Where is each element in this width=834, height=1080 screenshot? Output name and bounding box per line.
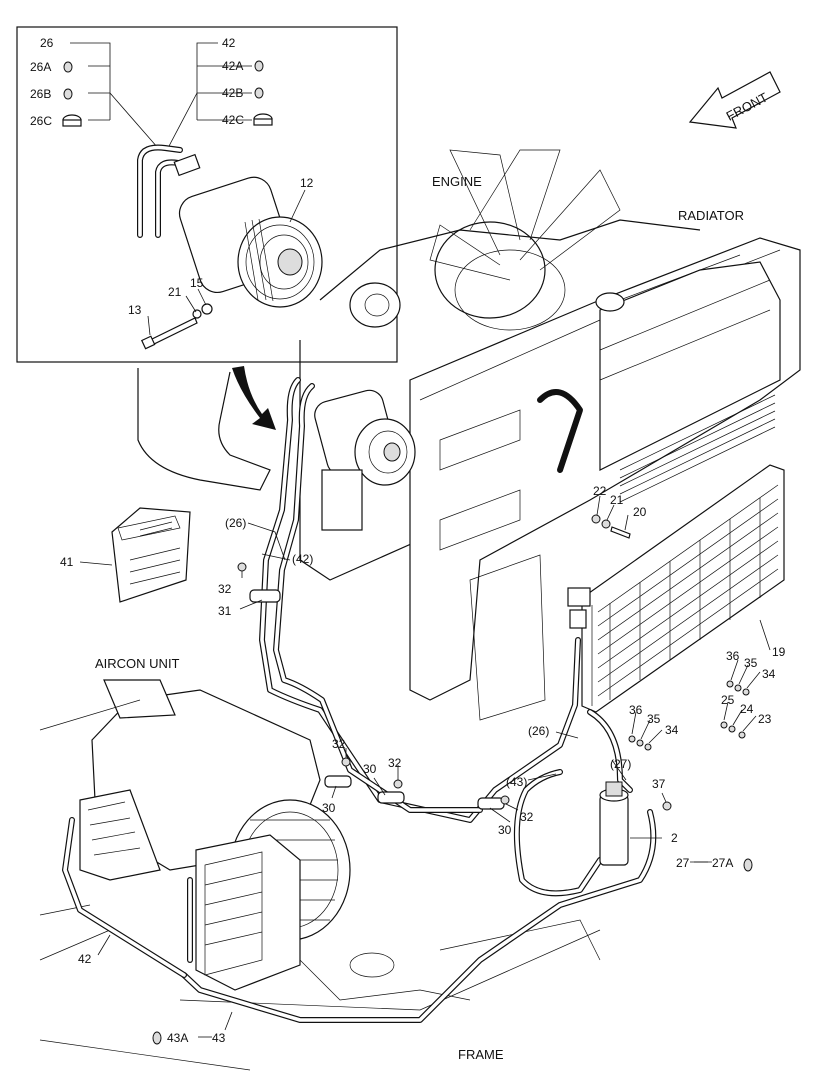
radiator: [409, 237, 801, 721]
callout-27: 27: [676, 856, 690, 870]
inset-label-15: 15: [190, 276, 204, 290]
control-panel-41: [111, 507, 191, 603]
inset-label-26C: 26C: [30, 114, 52, 128]
cap-icon: [62, 113, 273, 127]
bolt-icon: [237, 514, 750, 811]
callout-27A: 27A: [712, 856, 733, 870]
callout-26-paren: (26): [225, 516, 246, 530]
callout-42-paren: (42): [292, 552, 313, 566]
callout-42: 42: [78, 952, 92, 966]
hose-lines: [62, 377, 657, 1023]
callout-32-c: 32: [388, 756, 402, 770]
callout-23: 23: [758, 712, 772, 726]
inset-label-42: 42: [222, 36, 236, 50]
compressor-inset: [173, 153, 323, 308]
radiator-label: RADIATOR: [678, 208, 744, 223]
callout-34-a: 34: [762, 667, 776, 681]
receiver-drier-2: [599, 781, 629, 866]
inset-panel: [16, 26, 398, 363]
callout-2: 2: [671, 831, 678, 845]
callout-24: 24: [740, 702, 754, 716]
engine-block: [137, 149, 701, 581]
inset-label-42A: 42A: [222, 59, 243, 73]
inset-label-42B: 42B: [222, 86, 243, 100]
inset-label-42C: 42C: [222, 113, 244, 127]
callout-35-b: 35: [647, 712, 661, 726]
inset-label-26B: 26B: [30, 87, 51, 101]
callout-30-a: 30: [363, 762, 377, 776]
inset-label-13: 13: [128, 303, 142, 317]
compressor-main: [314, 389, 416, 531]
o-ring-icon: [152, 858, 753, 1045]
callout-34-b: 34: [665, 723, 679, 737]
callout-25: 25: [721, 693, 735, 707]
leader-lines: [79, 495, 771, 1038]
callout-27-paren: (27): [610, 757, 631, 771]
callout-30-b: 30: [322, 801, 336, 815]
callout-43A: 43A: [167, 1031, 188, 1045]
clamp-31: [249, 589, 281, 603]
callout-20: 20: [633, 505, 647, 519]
inset-label-26: 26: [40, 36, 54, 50]
front-arrow-icon: [688, 71, 781, 129]
callout-labels: (26) (42) 41 32 31 22 21 20 19 36 35 34 …: [60, 484, 786, 1045]
frame: [39, 904, 601, 1071]
callout-37: 37: [652, 777, 666, 791]
condenser: [567, 464, 785, 713]
frame-label: FRAME: [458, 1047, 504, 1062]
bolt-13: [140, 317, 198, 350]
callout-41: 41: [60, 555, 74, 569]
inset-label-21: 21: [168, 285, 182, 299]
callout-22: 22: [593, 484, 607, 498]
callout-21: 21: [610, 493, 624, 507]
callout-32-d: 32: [520, 810, 534, 824]
inset-label-12: 12: [300, 176, 314, 190]
clamp-30b: [377, 791, 405, 804]
callout-43: 43: [212, 1031, 226, 1045]
aircon-unit-label: AIRCON UNIT: [95, 656, 180, 671]
callout-36-a: 36: [726, 649, 740, 663]
callout-35-a: 35: [744, 656, 758, 670]
callout-26-paren-2: (26): [528, 724, 549, 738]
callout-36-b: 36: [629, 703, 643, 717]
callout-19: 19: [772, 645, 786, 659]
callout-32-b: 32: [332, 737, 346, 751]
callout-32-a: 32: [218, 582, 232, 596]
clamp-30a: [324, 775, 352, 788]
callout-43-paren: (43): [506, 775, 527, 789]
aircon-unit: [39, 679, 601, 1011]
inset-label-26A: 26A: [30, 60, 51, 74]
callout-30-c: 30: [498, 823, 512, 837]
clamp-30c: [477, 797, 505, 810]
callout-31: 31: [218, 604, 232, 618]
o-ring-icon: [63, 60, 264, 100]
inset-pointer-arrow: [232, 366, 276, 430]
engine-label: ENGINE: [432, 174, 482, 189]
